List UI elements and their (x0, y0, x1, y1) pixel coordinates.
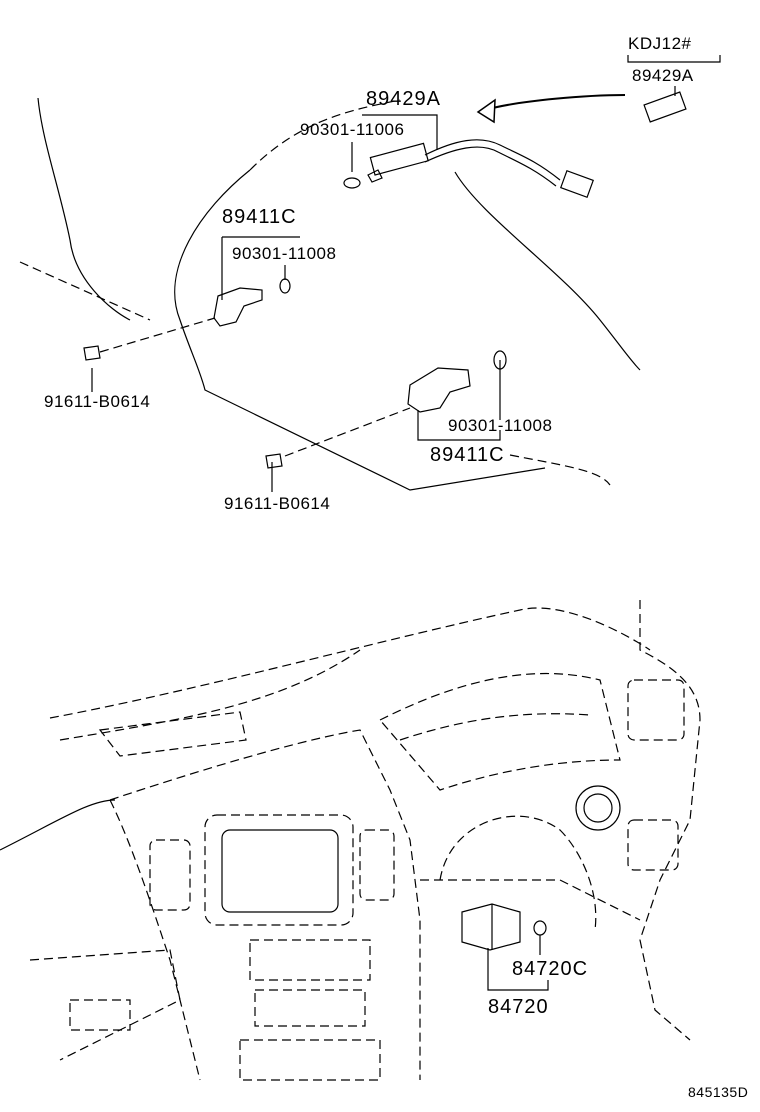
switch-shape (461, 903, 521, 951)
oxygen-sensor-cable-2 (424, 146, 557, 187)
speed-sensor-left-shape (213, 287, 263, 327)
dashboard-lower-left (29, 949, 181, 1061)
label-bolt-left: 91611-B0614 (44, 392, 151, 411)
label-speed-sensor-lower: 89411C (430, 444, 505, 466)
engine-outline-right (454, 171, 641, 371)
center-display-inner (221, 829, 339, 913)
leader-89411C-lower (417, 410, 501, 441)
align-line-left (99, 317, 216, 353)
oxygen-sensor-body (369, 142, 429, 176)
oxygen-sensor-connector (559, 169, 595, 199)
center-vent-right (359, 829, 395, 901)
oring-left-shape (279, 278, 291, 294)
glove-box-handle (69, 999, 131, 1031)
ignition-knob-inner (583, 793, 613, 823)
engine-outline-dashed-left (19, 261, 151, 321)
label-switch: 84720 (488, 996, 549, 1018)
figure-code: 845135D (688, 1084, 749, 1100)
meter-hood-inner (399, 713, 591, 741)
engine-outline-left (37, 97, 131, 321)
center-vent-left (149, 839, 191, 911)
label-switch-connector: 84720C (512, 958, 589, 980)
engine-outline-body (174, 169, 546, 491)
dashboard-center-console (109, 729, 421, 1080)
label-oxygen-sensor: 89429A (366, 88, 441, 110)
bolt-left-shape (83, 345, 101, 361)
dashboard-right-edge (639, 600, 701, 1041)
ignition-knob (575, 785, 621, 831)
engine-outline-curve (249, 99, 401, 171)
speed-sensor-right-shape (407, 367, 471, 413)
switch-connector-shape (533, 920, 547, 936)
engine-outline-dashed-right (509, 454, 611, 486)
leader-84720 (487, 948, 549, 991)
lower-console (239, 1039, 381, 1081)
oxygen-sensor-tip (367, 169, 383, 183)
label-bolt-lower: 91611-B0614 (224, 494, 331, 513)
oring-right-shape (493, 350, 507, 370)
gasket-upper-shape (343, 177, 361, 189)
label-oxygen-sensor-variant: 89429A (632, 66, 694, 85)
knee-panel (420, 879, 641, 921)
label-speed-sensor-upper: 89411C (222, 206, 297, 228)
label-variant-header: KDJ12# (628, 34, 692, 53)
steering-area (439, 815, 597, 931)
bolt-lower-shape (265, 453, 283, 469)
dashboard-center-left (109, 799, 201, 1081)
label-gasket-upper: 90301-11006 (300, 120, 405, 139)
side-vent-right-bottom (627, 819, 679, 871)
dashboard-defroster (98, 711, 247, 757)
leader-kdj (627, 55, 721, 63)
leader-89429A (362, 114, 438, 150)
align-line-lower (284, 407, 411, 457)
variant-sensor-shape (643, 91, 687, 123)
meter-hood (379, 672, 621, 791)
dashboard-top-edge-2 (59, 649, 361, 741)
oxygen-sensor-cable (424, 139, 561, 181)
center-display (204, 814, 354, 926)
variant-arrow-line (484, 94, 626, 111)
climate-panel (254, 989, 366, 1027)
dashboard-top-edge (49, 607, 651, 719)
dashboard-outer-left (0, 799, 116, 851)
variant-arrow-head (476, 98, 496, 124)
label-oring-right: 90301-11008 (448, 416, 553, 435)
side-vent-right-top (627, 679, 685, 741)
audio-panel (249, 939, 371, 981)
label-oring-left: 90301-11008 (232, 244, 337, 263)
